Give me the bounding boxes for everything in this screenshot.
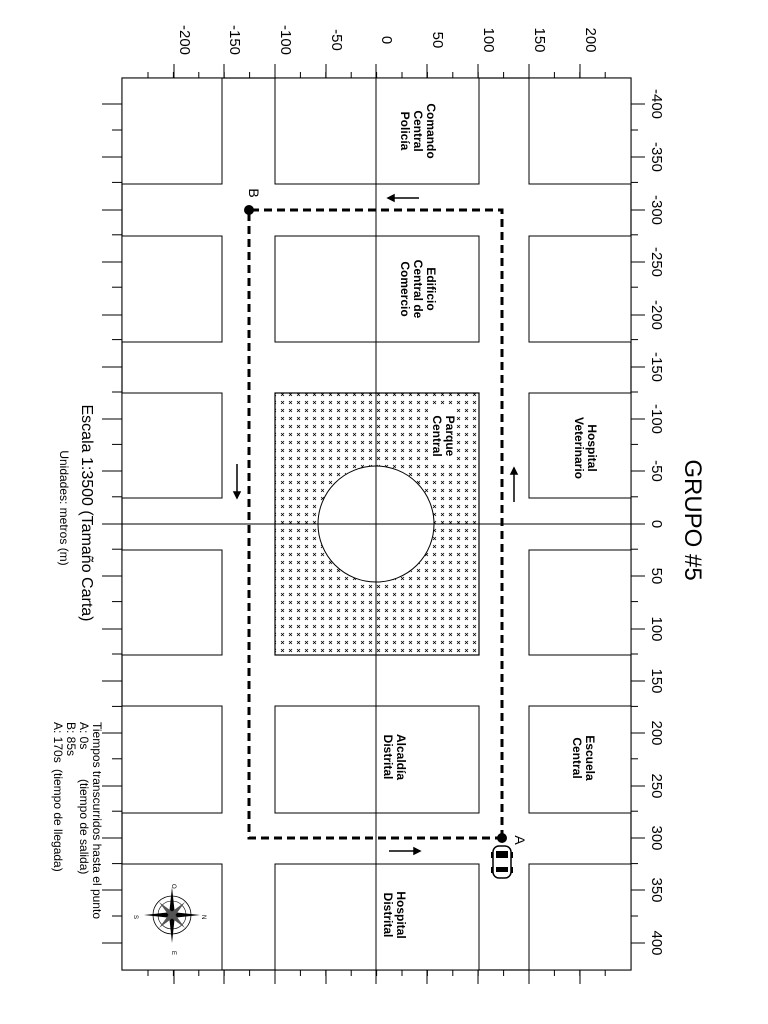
axis-label-horizontal: -100 xyxy=(648,404,665,434)
axis-labels-horizontal: -400 -350 -300 -250 -200 -150 -100 -50 0 50 100 150… xyxy=(648,89,665,956)
ticks-left xyxy=(102,103,122,944)
compass-e: E xyxy=(170,951,176,955)
block xyxy=(121,235,223,343)
time-a-end: A: 170s xyxy=(51,722,65,763)
axis-label-horizontal: -250 xyxy=(648,247,665,277)
time-a-start-note: (tiempo de salida) xyxy=(77,779,91,874)
axis-label-horizontal: -400 xyxy=(648,89,665,119)
block-hospital-distrital xyxy=(274,863,480,971)
time-a-end-note: (tiempo de llegada) xyxy=(51,769,65,872)
axis-label-vertical: 200 xyxy=(582,27,599,52)
direction-arrows xyxy=(232,193,519,856)
point-b-label: B xyxy=(246,188,262,197)
axis-label-horizontal: -50 xyxy=(648,460,665,482)
axis-label-vertical: -150 xyxy=(226,25,243,55)
svg-text:Comando: Comando xyxy=(424,103,438,158)
block xyxy=(121,77,223,185)
svg-text:Central: Central xyxy=(430,415,444,456)
axis-label-horizontal: 300 xyxy=(648,825,665,850)
block xyxy=(121,705,223,814)
label-alcaldia: Alcaldía Distrital xyxy=(381,734,408,780)
axis-labels-vertical: -200 -150 -100 -50 0 50 100 150 200 xyxy=(176,25,599,55)
ticks-right xyxy=(631,103,645,944)
svg-text:Escuela: Escuela xyxy=(583,735,597,781)
block xyxy=(528,77,632,185)
svg-text:Edificio: Edificio xyxy=(424,267,438,310)
svg-text:Parque: Parque xyxy=(443,416,457,457)
svg-text:Central de: Central de xyxy=(411,260,425,319)
scale-units: Unidades: metros (m) xyxy=(57,450,71,565)
axis-label-horizontal: 100 xyxy=(648,616,665,641)
svg-text:Comercio: Comercio xyxy=(398,261,412,316)
svg-text:Central: Central xyxy=(570,737,584,778)
point-a-marker xyxy=(497,833,507,843)
svg-text:Central: Central xyxy=(411,110,425,151)
block-edificio-comercio xyxy=(274,235,480,343)
axis-label-vertical: 0 xyxy=(378,36,395,44)
block-escuela-central xyxy=(528,705,632,814)
axis-label-vertical: -50 xyxy=(328,29,345,51)
car-icon xyxy=(491,845,513,879)
block xyxy=(528,549,632,656)
block-comando-policia xyxy=(274,77,480,185)
axis-label-vertical: -100 xyxy=(277,25,294,55)
time-a-start: A: 0s xyxy=(77,722,91,749)
compass-rose-icon: N S E O xyxy=(132,884,206,955)
scale-text: Escala 1:3500 (Tamaño Carta) xyxy=(78,405,95,622)
compass-n: N xyxy=(200,915,206,919)
axis-label-horizontal: 50 xyxy=(648,568,665,585)
label-parque-central: Parque Central xyxy=(428,408,457,464)
axis-label-vertical: -200 xyxy=(176,25,193,55)
label-edificio-comercio: Edificio Central de Comercio xyxy=(398,260,438,319)
axis-label-horizontal: 0 xyxy=(648,520,665,528)
axis-label-vertical: 100 xyxy=(480,27,497,52)
axis-label-horizontal: -300 xyxy=(648,195,665,225)
svg-text:Distrital: Distrital xyxy=(381,893,395,938)
times-legend: Tiempos transcurridos hasta el punto A: … xyxy=(51,722,104,919)
label-hospital-distrital: Hospital Distrital xyxy=(381,891,408,938)
axis-label-horizontal: 350 xyxy=(648,877,665,902)
block-alcaldia xyxy=(274,705,480,814)
axis-label-vertical: 50 xyxy=(429,32,446,49)
svg-text:Distrital: Distrital xyxy=(381,735,395,780)
block-hospital-veterinario xyxy=(528,392,632,499)
times-heading: Tiempos transcurridos hasta el punto xyxy=(90,722,104,919)
ticks-top xyxy=(147,64,606,78)
block xyxy=(121,392,223,499)
svg-text:Veterinario: Veterinario xyxy=(572,417,586,479)
svg-text:Hospital: Hospital xyxy=(394,891,408,938)
axis-label-horizontal: 250 xyxy=(648,773,665,798)
route-path xyxy=(247,208,504,840)
axis-label-horizontal: 150 xyxy=(648,668,665,693)
compass-s: S xyxy=(132,915,138,919)
block xyxy=(528,863,632,971)
axis-label-horizontal: -150 xyxy=(648,352,665,382)
svg-text:Alcaldía: Alcaldía xyxy=(394,734,408,780)
axis-label-horizontal: -200 xyxy=(648,300,665,330)
axis-label-horizontal: 400 xyxy=(648,930,665,955)
block xyxy=(121,549,223,656)
point-b-marker xyxy=(244,205,254,215)
svg-text:Hospital: Hospital xyxy=(585,424,599,471)
label-escuela-central: Escuela Central xyxy=(570,735,597,781)
point-a-label: A xyxy=(512,835,528,845)
axis-label-horizontal: -350 xyxy=(648,142,665,172)
compass-w: O xyxy=(170,884,176,889)
map-title: GRUPO #5 xyxy=(679,459,706,580)
axis-label-vertical: 150 xyxy=(531,27,548,52)
block xyxy=(528,235,632,343)
ticks-bottom xyxy=(147,970,606,984)
time-b: B: 85s xyxy=(64,722,78,756)
label-comando-policia: Comando Central Policía xyxy=(398,103,438,158)
block xyxy=(121,863,223,971)
axis-label-horizontal: 200 xyxy=(648,720,665,745)
svg-text:Policía: Policía xyxy=(398,112,412,151)
label-hospital-veterinario: Hospital Veterinario xyxy=(572,417,599,479)
